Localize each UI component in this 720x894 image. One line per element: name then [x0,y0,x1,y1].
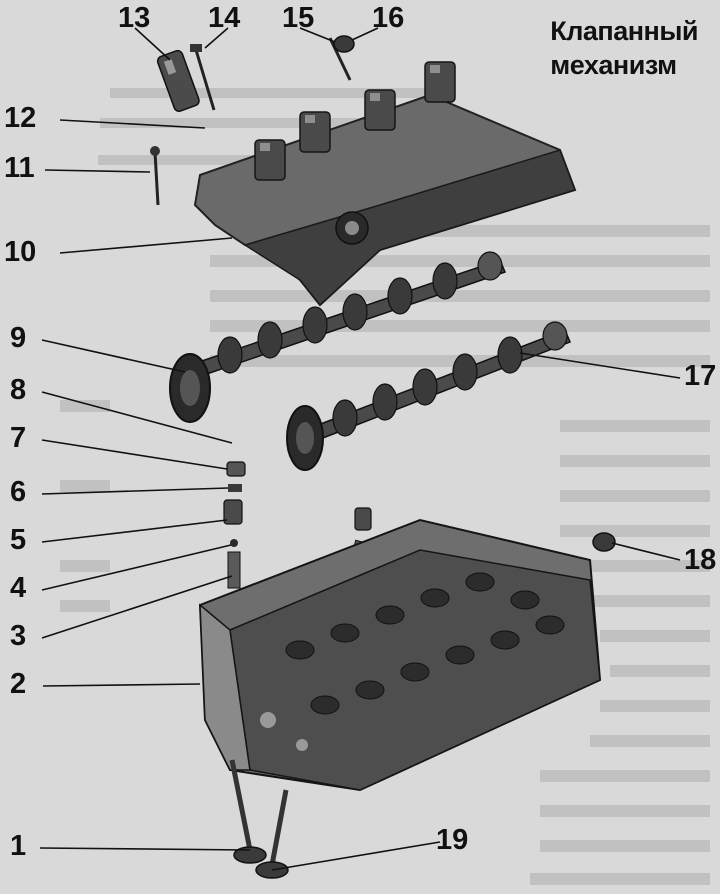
callout-15: 15 [282,2,315,34]
callout-1: 1 [10,830,27,862]
background-text-bleed [60,88,710,885]
bolt-part-14 [190,44,216,111]
callout-11: 11 [4,152,35,184]
callout-10: 10 [4,236,37,268]
callout-14: 14 [208,2,241,34]
callout-3: 3 [10,620,27,652]
bolt-part-11 [150,146,160,206]
callout-18: 18 [684,544,717,576]
cylinder-head-part-2 [198,518,602,792]
callout-5: 5 [10,524,27,556]
callout-7: 7 [10,422,27,454]
callout-13: 13 [118,2,151,34]
callout-4: 4 [10,572,27,604]
callout-17: 17 [684,360,717,392]
plug-part-18 [592,532,616,552]
callout-2: 2 [10,668,27,700]
callout-6: 6 [10,476,27,508]
cap-part-16 [333,35,355,53]
title-line-2: механизм [550,50,677,80]
callout-9: 9 [10,322,27,354]
actuator-part-13 [156,49,200,112]
callout-8: 8 [10,374,27,406]
callout-19: 19 [436,824,469,856]
camshaft-lower [286,321,571,471]
callout-16: 16 [372,2,405,34]
title-line-1: Клапанный [550,16,698,46]
valve-part-1 [229,759,267,864]
leader-lines [39,27,681,871]
callout-12: 12 [4,102,37,134]
diagram-title: Клапанный механизм [550,14,698,82]
camshaft-upper-part-9 [169,251,507,423]
camshaft-housing [193,61,577,307]
valve-part-19 [255,789,289,879]
